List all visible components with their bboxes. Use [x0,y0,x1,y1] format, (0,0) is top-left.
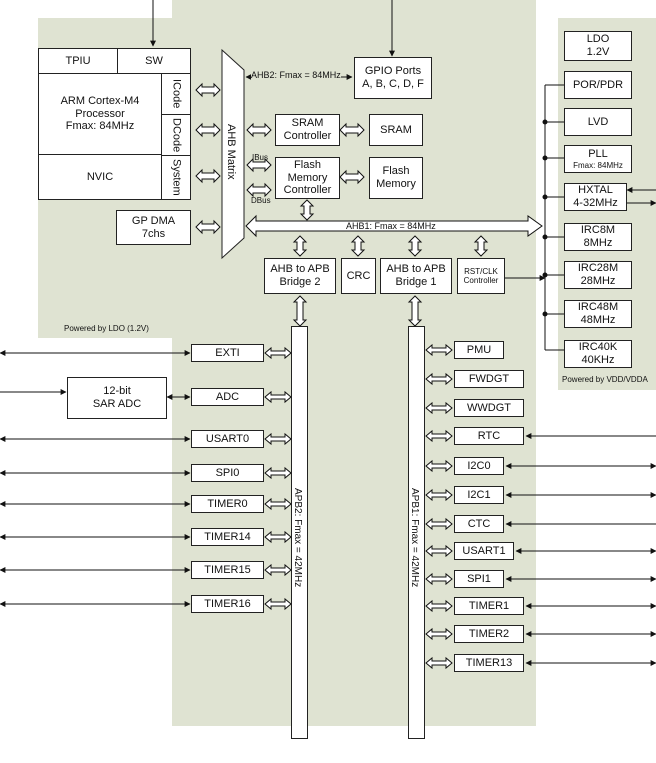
apb2-periph-adc: ADC [191,388,264,406]
dbus-label: DBus [251,196,271,205]
apb1-periph-wwdgt: WWDGT [454,399,524,417]
power-gap [536,0,558,338]
core-domain-top [172,0,536,20]
ahb-matrix-label: AHB Matrix [225,124,237,180]
powered-ldo-label: Powered by LDO (1.2V) [64,324,149,333]
icode-port: ICode [161,73,191,115]
apb2-periph-timer0: TIMER0 [191,495,264,513]
apb1-periph-spi1: SPI1 [454,570,504,588]
dcode-port: DCode [161,114,191,156]
powered-vdd-label: Powered by VDD/VDDA [562,375,648,384]
apb1-bus [408,326,425,739]
apb1-periph-rtc: RTC [454,427,524,445]
apb1-periph-pmu: PMU [454,341,504,359]
apb1-periph-ctc: CTC [454,515,504,533]
apb1-periph-usart1: USART1 [454,542,514,560]
apb1-periph-i2c0: I2C0 [454,457,504,475]
apb1-periph-timer1: TIMER1 [454,597,524,615]
apb2-periph-timer14: TIMER14 [191,528,264,546]
por-pdr-block: POR/PDR [564,71,632,99]
ahb1-label: AHB1: Fmax = 84MHz [346,221,436,231]
cpu-block: ARM Cortex-M4 Processor Fmax: 84MHz [38,73,162,155]
apb1-periph-fwdgt: FWDGT [454,370,524,388]
apb1-label: APB1: Fmax = 42MHz [409,488,420,588]
apb1-periph-timer13: TIMER13 [454,654,524,672]
sw-block: SW [117,48,191,74]
apb2-bus [291,326,308,739]
system-port: System [161,155,191,200]
apb2-periph-timer15: TIMER15 [191,561,264,579]
apb2-periph-spi0: SPI0 [191,464,264,482]
apb1-periph-timer2: TIMER2 [454,625,524,643]
sram-block: SRAM [369,114,423,146]
nvic-block: NVIC [38,154,162,200]
apb1-periph-i2c1: I2C1 [454,486,504,504]
cpu-sub: Processor [75,107,125,120]
apb2-periph-timer16: TIMER16 [191,595,264,613]
crc-block: CRC [341,258,376,294]
apb2-label: APB2: Fmax = 42MHz [292,488,303,588]
ahb2-label: AHB2: Fmax = 84MHz [251,70,341,80]
apb2-periph-exti: EXTI [191,344,264,362]
apb2-periph-usart0: USART0 [191,430,264,448]
tpiu-block: TPIU [38,48,118,74]
lvd-block: LVD [564,108,632,136]
ibus-label: IBus [252,153,269,162]
cpu-fmax: Fmax: 84MHz [65,120,135,133]
cpu-name: ARM Cortex-M4 [60,95,140,108]
